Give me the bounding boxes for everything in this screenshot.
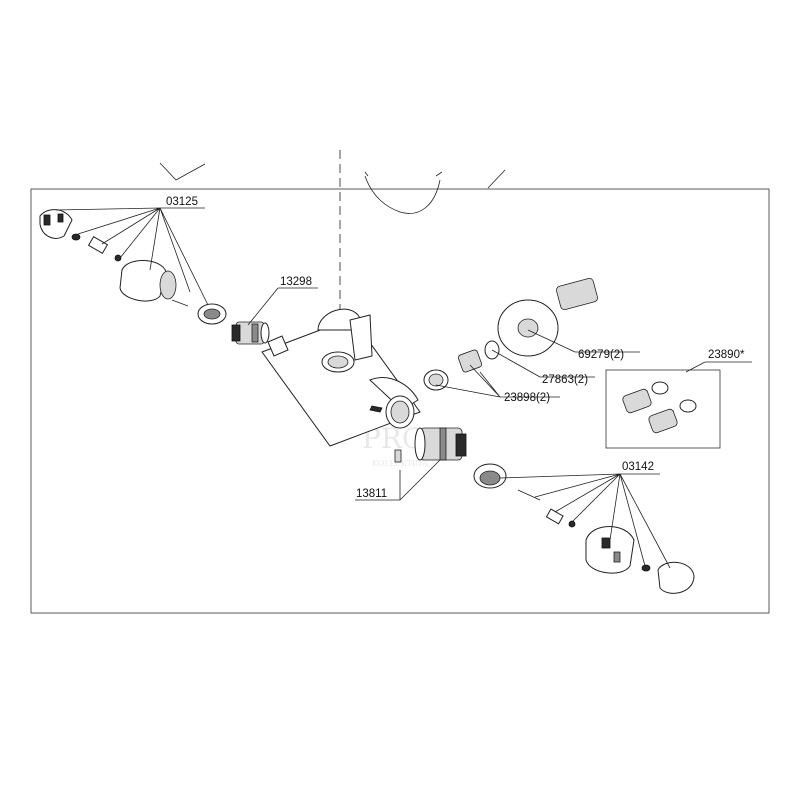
right-handle-assembly: [473, 463, 695, 594]
callout-23890: 23890*: [708, 349, 745, 361]
callout-labels: 03125 13298 69279(2) 27863(2) 23898(2) 2…: [166, 196, 745, 500]
inlet-fittings: [423, 277, 598, 391]
callout-03142: 03142: [622, 461, 654, 473]
watermark-sub: KOLLEKTION: [372, 459, 429, 468]
context-lines: [159, 150, 506, 330]
hose-curve: [364, 175, 441, 214]
callout-03125: 03125: [166, 196, 198, 208]
right-cartridge-13811: [414, 427, 467, 461]
callout-13811: 13811: [356, 488, 387, 500]
callout-27863: 27863(2): [542, 374, 588, 386]
inset-box-23890: [605, 369, 721, 449]
left-cartridge-13298: [231, 321, 270, 345]
diagram-frame: [30, 188, 770, 614]
leader-lines: [55, 207, 752, 569]
callout-69279: 69279(2): [578, 349, 624, 361]
left-handle-assembly: [39, 209, 227, 325]
callout-23898: 23898(2): [504, 392, 550, 404]
thermostat-body: [261, 308, 421, 463]
callout-13298: 13298: [280, 276, 312, 288]
